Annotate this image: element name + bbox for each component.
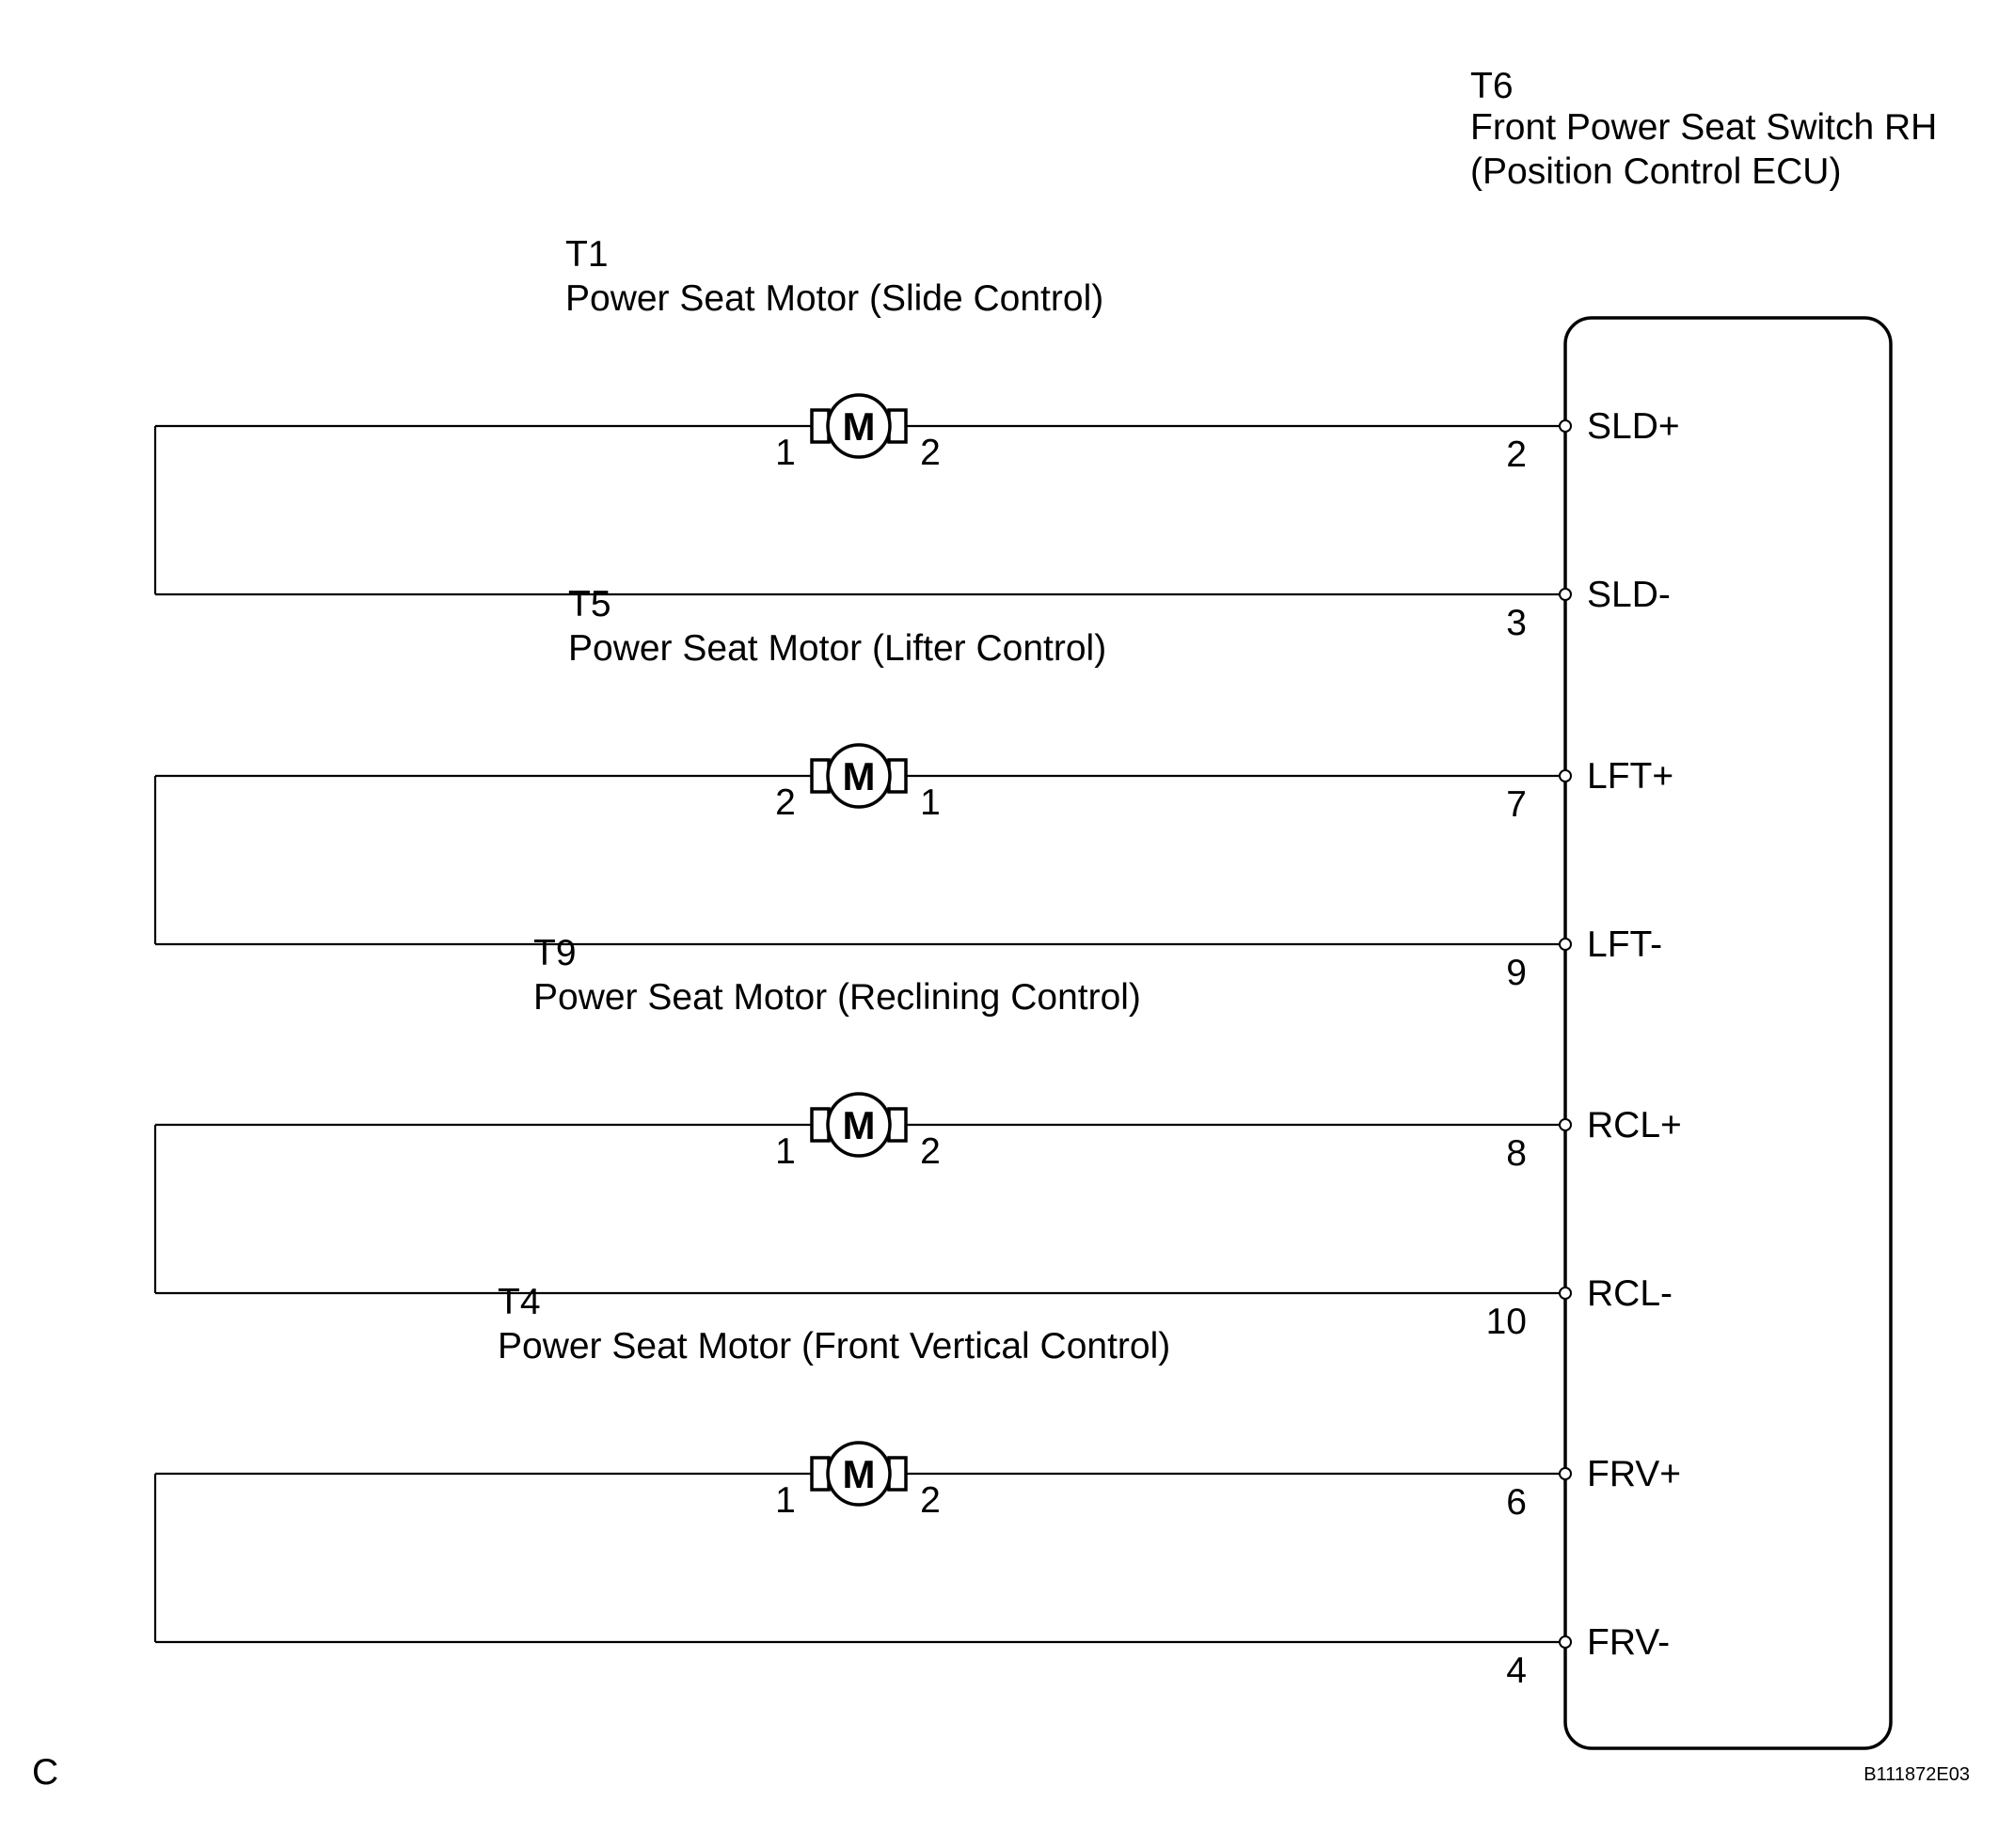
ecu-terminal-name: LFT+ bbox=[1587, 756, 1673, 797]
ecu-terminal-name: SLD- bbox=[1587, 575, 1671, 615]
motor-pin-left: 1 bbox=[775, 1131, 796, 1172]
ecu-terminal-name: FRV- bbox=[1587, 1622, 1670, 1663]
ecu-connector-code: T6 bbox=[1470, 66, 1514, 106]
motor-connector-code: T4 bbox=[498, 1282, 541, 1322]
motor-symbol: M bbox=[843, 1452, 876, 1496]
ecu-pin-number: 8 bbox=[1506, 1133, 1527, 1174]
motor-connector-code: T5 bbox=[568, 584, 611, 624]
terminal-dot bbox=[1559, 1467, 1572, 1480]
motor-pin-left: 2 bbox=[775, 782, 796, 823]
ecu-name: Front Power Seat Switch RH bbox=[1470, 107, 1937, 148]
motor-icon bbox=[826, 743, 892, 809]
motor-name: Power Seat Motor (Slide Control) bbox=[565, 278, 1103, 319]
ecu-pin-number: 7 bbox=[1506, 784, 1527, 825]
ecu-pin-number: 6 bbox=[1506, 1482, 1527, 1523]
motor-symbol: M bbox=[843, 754, 876, 798]
ecu-terminal-name: FRV+ bbox=[1587, 1454, 1681, 1494]
motor-symbol: M bbox=[843, 404, 876, 449]
terminal-dot bbox=[1559, 938, 1572, 951]
motor-name: Power Seat Motor (Front Vertical Control… bbox=[498, 1326, 1170, 1366]
corner-letter: C bbox=[32, 1752, 58, 1793]
motor-pin-left: 1 bbox=[775, 1480, 796, 1521]
motor-connector-code: T1 bbox=[565, 234, 609, 275]
ecu-pin-number: 10 bbox=[1486, 1302, 1527, 1342]
terminal-dot bbox=[1559, 1287, 1572, 1300]
motor-name: Power Seat Motor (Lifter Control) bbox=[568, 628, 1106, 669]
ecu-terminal-name: SLD+ bbox=[1587, 406, 1680, 447]
ecu-subname: (Position Control ECU) bbox=[1470, 151, 1841, 192]
motor-icon bbox=[826, 1441, 892, 1507]
terminal-dot bbox=[1559, 1118, 1572, 1131]
terminal-dot bbox=[1559, 419, 1572, 433]
motor-pin-right: 2 bbox=[920, 433, 941, 473]
ecu-pin-number: 9 bbox=[1506, 953, 1527, 993]
ecu-pin-number: 2 bbox=[1506, 434, 1527, 475]
motor-pin-right: 2 bbox=[920, 1131, 941, 1172]
ecu-pin-number: 4 bbox=[1506, 1651, 1527, 1691]
motor-connector-code: T9 bbox=[533, 933, 577, 973]
motor-symbol: M bbox=[843, 1103, 876, 1147]
ecu-terminal-name: RCL+ bbox=[1587, 1105, 1682, 1145]
terminal-dot bbox=[1559, 769, 1572, 782]
ecu-terminal-name: RCL- bbox=[1587, 1273, 1673, 1314]
ecu-terminal-name: LFT- bbox=[1587, 924, 1662, 965]
motor-pin-left: 1 bbox=[775, 433, 796, 473]
motor-icon bbox=[826, 1092, 892, 1158]
figure-code: B111872E03 bbox=[1863, 1764, 1970, 1785]
terminal-dot bbox=[1559, 1635, 1572, 1649]
motor-pin-right: 1 bbox=[920, 782, 941, 823]
motor-icon bbox=[826, 393, 892, 459]
motor-pin-right: 2 bbox=[920, 1480, 941, 1521]
terminal-dot bbox=[1559, 588, 1572, 601]
ecu-pin-number: 3 bbox=[1506, 603, 1527, 643]
ecu-body bbox=[1563, 316, 1893, 1750]
motor-name: Power Seat Motor (Reclining Control) bbox=[533, 977, 1141, 1018]
